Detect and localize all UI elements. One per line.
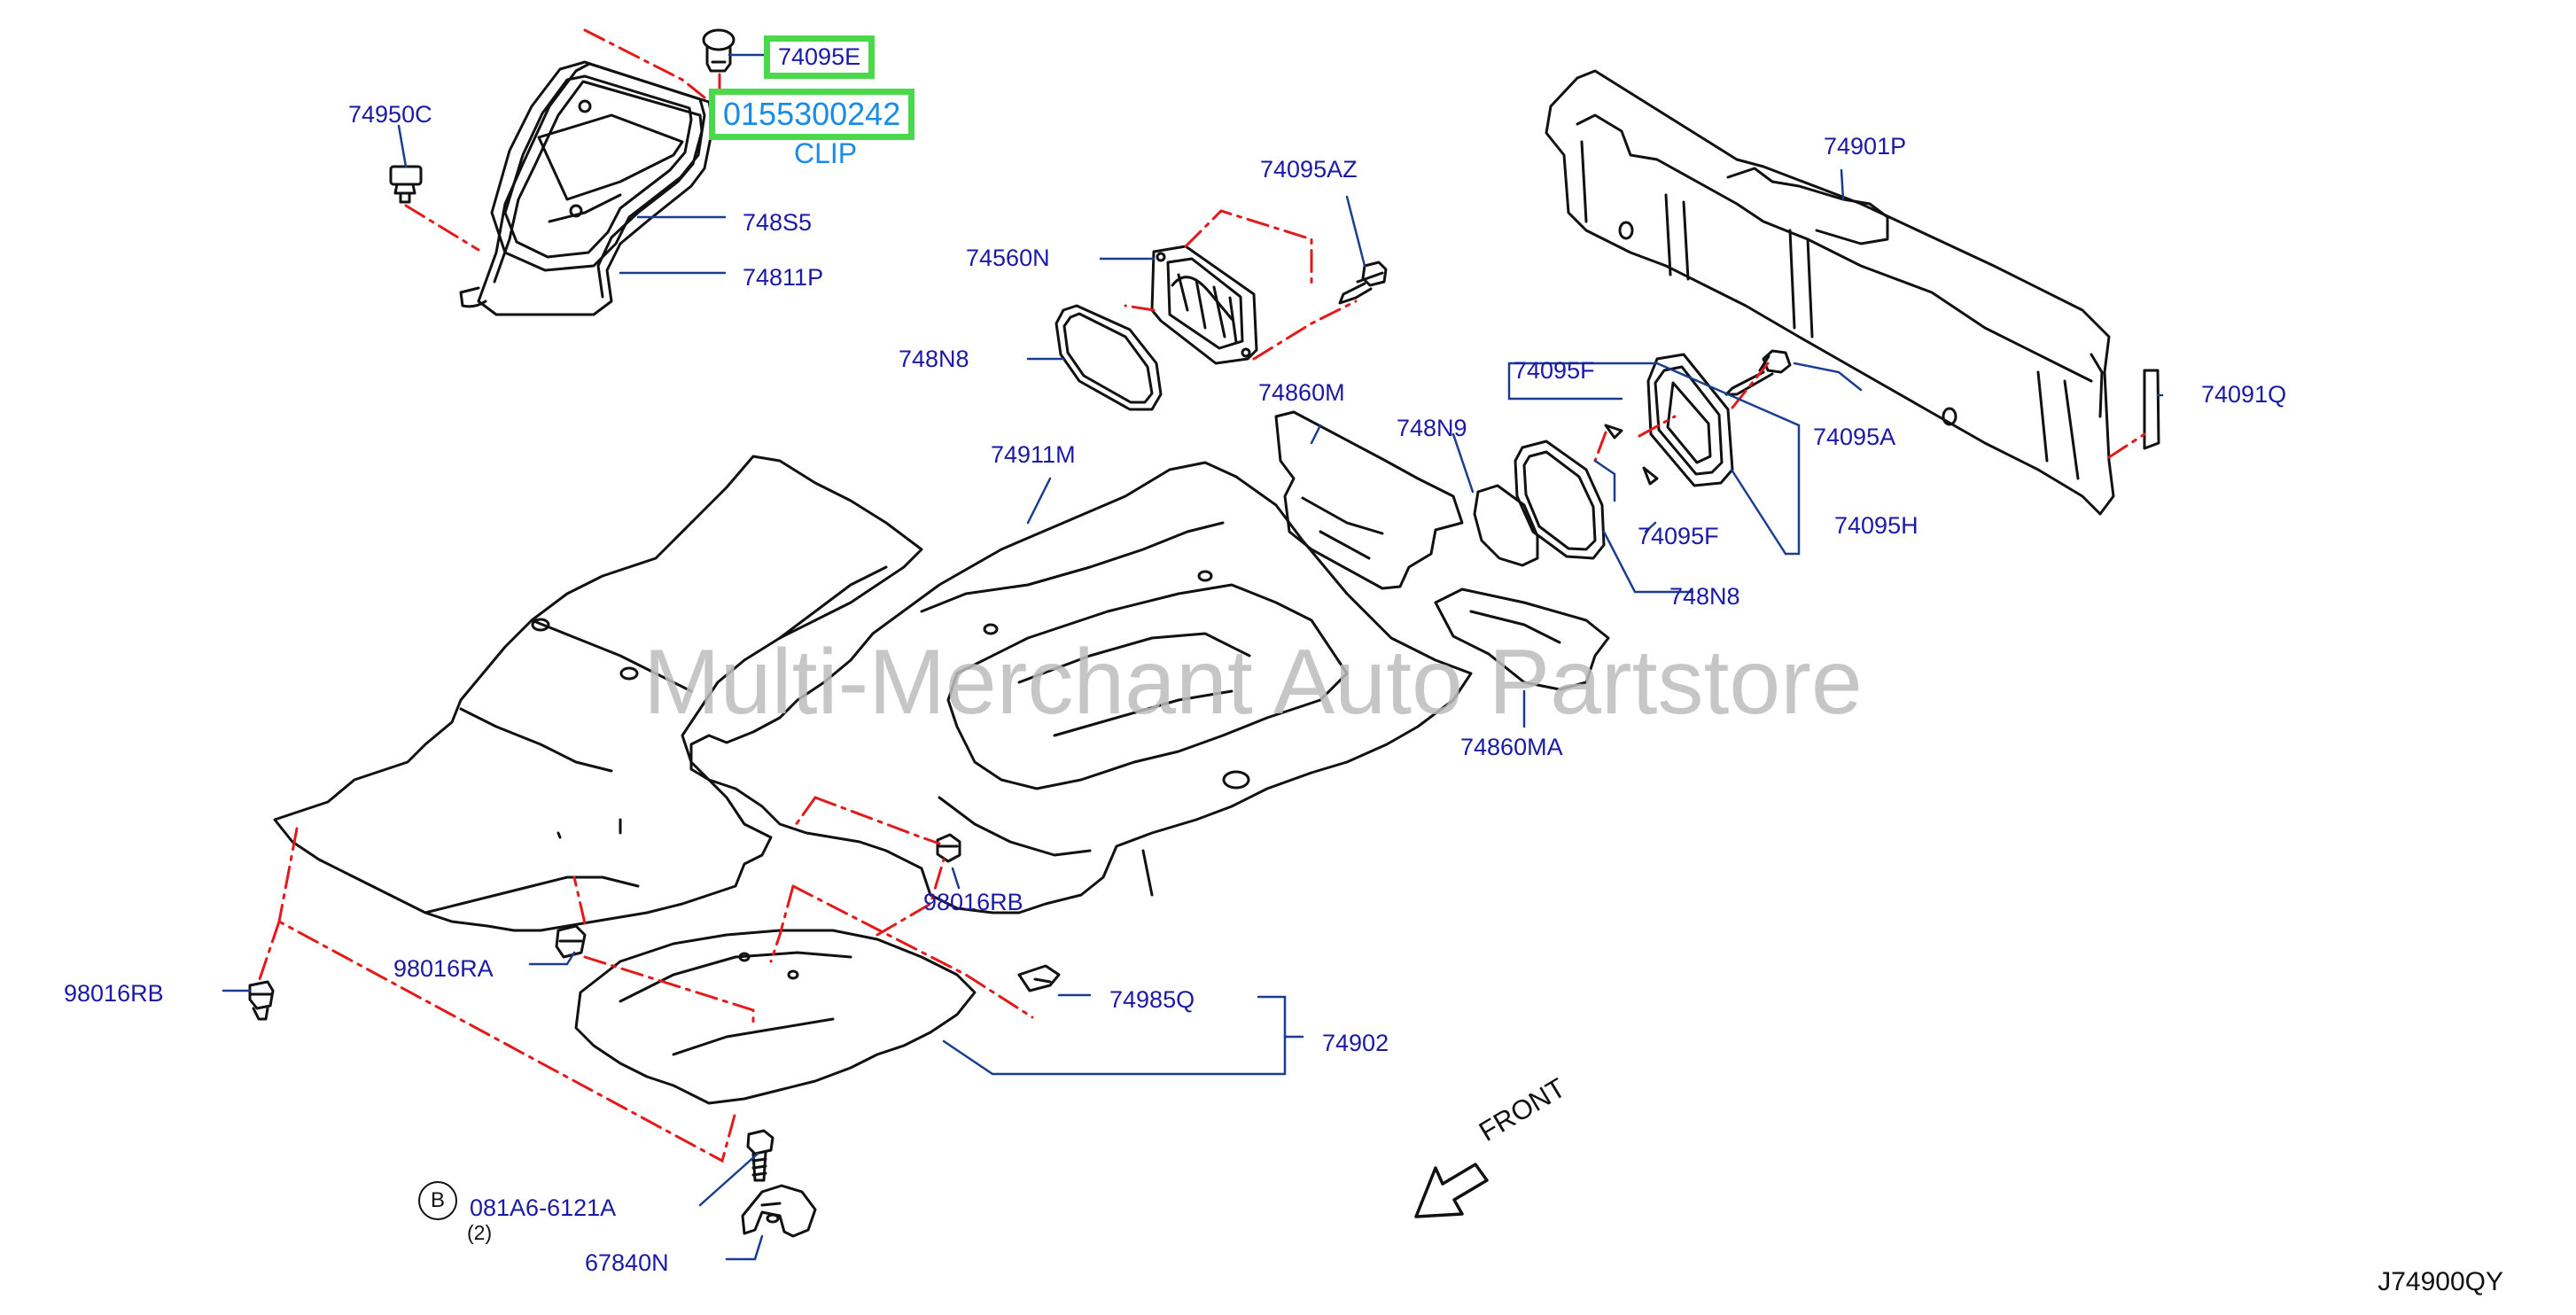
clip-98016RB-left (248, 980, 275, 1021)
clip-74950C (389, 165, 423, 204)
bolt-quantity: (2) (467, 1221, 493, 1244)
diagram-reference-code: J74900QY (2378, 1267, 2503, 1296)
undercover-74902 (574, 929, 977, 1105)
part-label-74095H[interactable]: 74095H (1834, 512, 1918, 539)
trunk-floor-74911M (689, 461, 1473, 914)
grille-74560N (1150, 245, 1258, 365)
part-label-74950C[interactable]: 74950C (348, 101, 432, 128)
part-label-74095AZ[interactable]: 74095AZ (1260, 156, 1358, 183)
part-label-67840N[interactable]: 67840N (585, 1249, 669, 1276)
floor-carpet (273, 455, 923, 932)
part-label-74901P[interactable]: 74901P (1824, 133, 1907, 160)
part-label-74095E[interactable]: 74095E (764, 35, 876, 79)
bolt-74095AZ (1338, 261, 1388, 305)
seal-748S5 (490, 60, 706, 272)
part-number-74095E: 74095E (778, 43, 861, 70)
part-number-0155300242: 0155300242 (723, 96, 901, 132)
bolt-74095A (1724, 349, 1792, 396)
part-label-74985Q[interactable]: 74985Q (1109, 986, 1195, 1013)
part-label-74095F-top[interactable]: 74095F (1514, 357, 1595, 384)
part-label-081A6-6121A[interactable]: 081A6-6121A (470, 1194, 617, 1221)
rear-panel-finisher-74901P (1545, 69, 2115, 516)
part-label-74091Q[interactable]: 74091Q (2201, 381, 2287, 408)
part-label-98016RB-mid[interactable]: 98016RB (923, 889, 1023, 915)
part-label-748N8-top[interactable]: 748N8 (899, 346, 969, 372)
bracket-67840N (741, 1184, 817, 1238)
clip-74095F (1604, 424, 1659, 486)
part-label-748S5[interactable]: 748S5 (743, 209, 813, 236)
part-desc-clip: CLIP (794, 137, 858, 169)
clip-98016RA (555, 924, 587, 959)
part-label-74860MA[interactable]: 74860MA (1460, 734, 1563, 760)
part-label-74095A[interactable]: 74095A (1813, 424, 1896, 450)
grille-74095H (1646, 353, 1734, 487)
watermark: Multi-Merchant Auto Partstore (643, 631, 1863, 734)
clip-74091Q (2143, 369, 2160, 450)
seal-748N8-top (1055, 304, 1163, 411)
part-label-748N8-bottom[interactable]: 748N8 (1669, 583, 1740, 610)
part-label-74811P[interactable]: 74811P (743, 264, 824, 291)
bolt-081A6-6121A (746, 1129, 774, 1182)
part-label-98016RB-left[interactable]: 98016RB (64, 980, 164, 1007)
bolt-symbol-b: B (418, 1181, 457, 1220)
trunk-finisher-74860M (1274, 410, 1464, 590)
part-label-98016RA[interactable]: 98016RA (393, 955, 494, 982)
finisher-74860MA (1434, 587, 1610, 691)
part-label-74860M[interactable]: 74860M (1258, 379, 1345, 406)
part-label-74902[interactable]: 74902 (1322, 1030, 1389, 1056)
clip-74095E (702, 28, 735, 73)
part-label-74095F-bottom[interactable]: 74095F (1638, 523, 1719, 549)
seal-748N8-bottom (1514, 440, 1606, 560)
part-label-74911M[interactable]: 74911M (991, 441, 1076, 468)
front-arrow-icon (1414, 1163, 1489, 1218)
clip-74985Q (1017, 964, 1061, 992)
finisher-748N9 (1473, 484, 1539, 567)
part-label-0155300242[interactable]: 0155300242 (709, 89, 915, 140)
trunk-side-lining-74811P (459, 62, 715, 316)
part-label-74560N[interactable]: 74560N (966, 245, 1050, 271)
clip-98016RB-mid (936, 833, 961, 863)
part-label-748N9[interactable]: 748N9 (1397, 415, 1467, 441)
